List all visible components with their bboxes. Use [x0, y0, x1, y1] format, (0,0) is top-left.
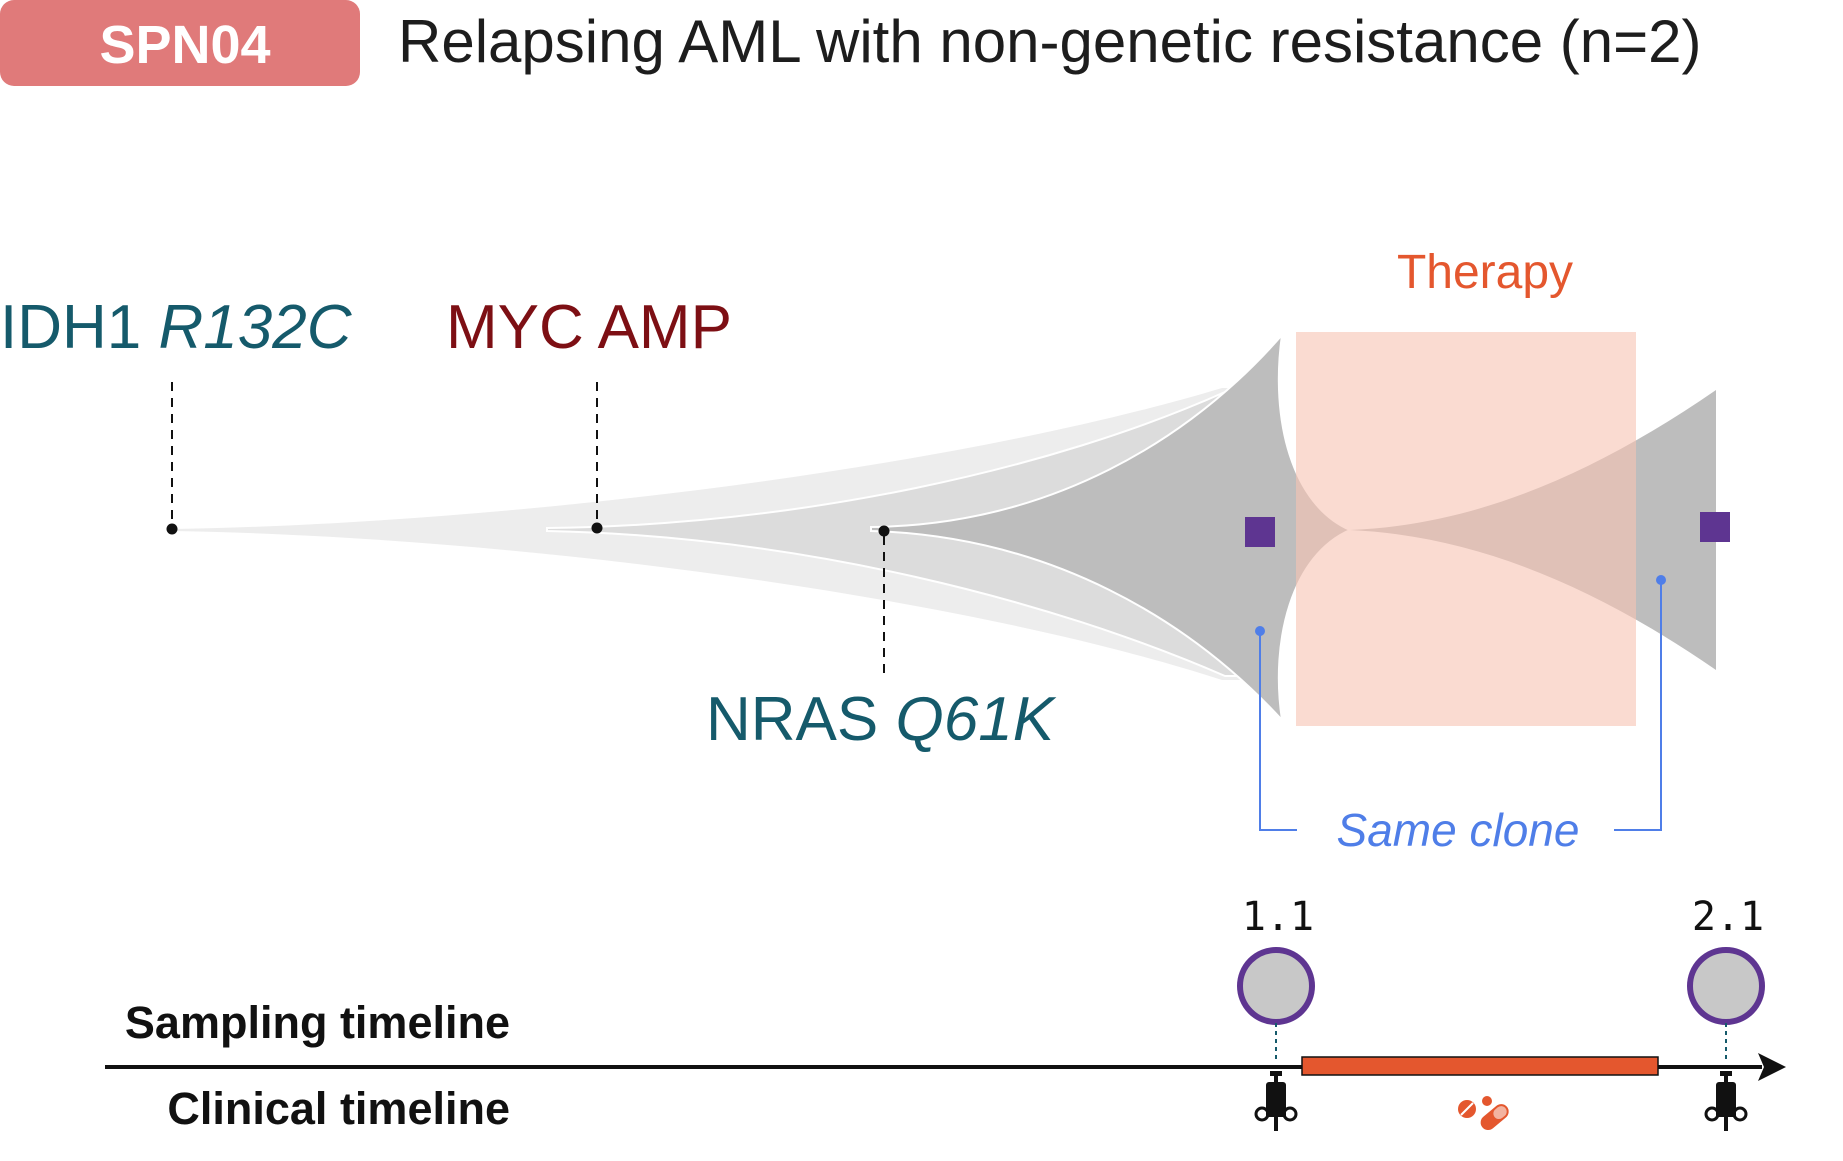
- clone-nras-shape: [870, 331, 1353, 724]
- clone-marker-sample-2: [1700, 512, 1730, 542]
- clone-bracket-left: [1259, 631, 1297, 831]
- sampling-timeline-label: Sampling timeline: [125, 997, 510, 1048]
- therapy-bar: [1301, 1056, 1659, 1076]
- mutation-nras-label: NRAS Q61K: [706, 685, 1057, 754]
- mutation-myc-point: [591, 522, 603, 534]
- mutation-idh1-label: IDH1 R132C: [0, 293, 353, 362]
- syringe-icon: [1254, 1071, 1298, 1131]
- sample-2-id: 2.1: [1692, 894, 1764, 940]
- clone-bracket-right: [1614, 580, 1662, 831]
- mutation-nras-point: [878, 525, 890, 537]
- sample-1: 1.1: [1237, 894, 1315, 1062]
- mutation-myc: MYC AMP: [446, 293, 732, 534]
- clone-marker-sample-1: [1245, 517, 1275, 547]
- mutation-nras-gene: NRAS: [706, 685, 878, 754]
- syringe-icon: [1704, 1071, 1748, 1131]
- timeline-arrowhead: [1758, 1053, 1786, 1081]
- clinical-timeline-label: Clinical timeline: [167, 1083, 510, 1134]
- header-badge: SPN04: [0, 0, 360, 86]
- mutation-nras-variant: Q61K: [896, 685, 1057, 754]
- sample-1-circle: [1237, 947, 1315, 1025]
- therapy-label: Therapy: [1397, 246, 1573, 299]
- pills-icon: [1458, 1096, 1509, 1131]
- same-clone-annotation: Same clone: [1255, 575, 1666, 856]
- sample-2-circle: [1687, 947, 1765, 1025]
- mutation-idh1-point: [166, 523, 178, 535]
- sample-1-id: 1.1: [1242, 894, 1314, 940]
- mutation-nras: NRAS Q61K: [706, 525, 1057, 754]
- mutation-idh1: IDH1 R132C: [0, 293, 353, 535]
- badge-label: SPN04: [99, 15, 270, 75]
- mutation-idh1-gene: IDH1: [0, 293, 141, 362]
- mutation-myc-label: MYC AMP: [446, 293, 732, 362]
- same-clone-label: Same clone: [1337, 804, 1580, 856]
- sample-2: 2.1: [1687, 894, 1765, 1062]
- therapy-box: [1296, 332, 1636, 726]
- page-title: Relapsing AML with non-genetic resistanc…: [398, 8, 1701, 75]
- badge-background: [0, 0, 360, 86]
- mutation-idh1-variant: R132C: [159, 293, 353, 362]
